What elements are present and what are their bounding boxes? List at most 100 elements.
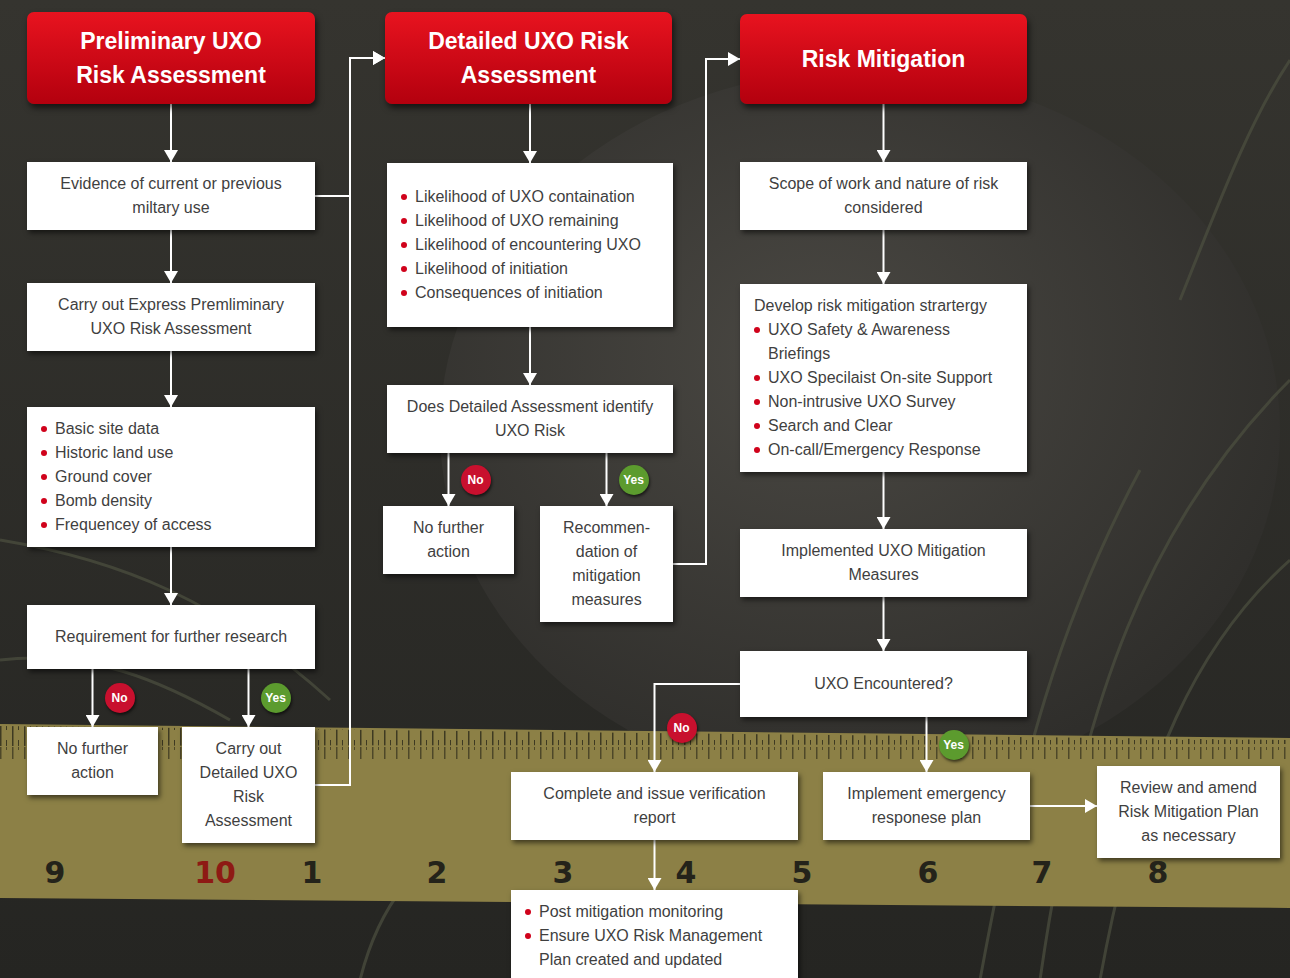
flow-arrow [883,597,885,651]
tape-number: 2 [402,858,472,888]
bullet-text: Search and Clear [754,414,1013,438]
bullet-dot [754,327,760,333]
flow-arrow [170,230,172,283]
grass-blades [0,60,1290,978]
node-text: Carry out Detailed UXO Risk Assessment [194,737,303,833]
node-text: Evidence of current or previous miltary … [41,172,301,220]
flow-arrow [248,669,250,727]
flow-arrow [926,717,928,772]
bullet-text: Likelihood of UXO remaining [401,209,659,233]
flow-arrow [606,453,608,506]
flow-arrow [448,453,450,506]
tape-number: 6 [893,858,963,888]
flow-arrow [170,351,172,407]
bullet-box: Develop risk mitigation strartergyUXO Sa… [740,284,1027,472]
flow-arrow [315,58,385,196]
bullet-text: Historic land use [41,441,301,465]
flow-arrow [654,840,656,890]
flow-arrow [315,58,385,785]
process-box: Complete and issue verification report [511,772,798,840]
process-box: Implemented UXO Mitigation Measures [740,529,1027,597]
node-text: Develop risk mitigation strartergy [754,294,1013,318]
process-box: Scope of work and nature of risk conside… [740,162,1027,230]
header-text: Risk Mitigation [802,42,966,76]
bullet-dot [401,242,407,248]
bullet-dot [754,447,760,453]
node-text: Does Detailed Assessment identify UXO Ri… [401,395,659,443]
stage-header: Detailed UXO Risk Assessment [385,12,672,104]
tape-number: 7 [1007,858,1077,888]
bullet-dot [41,450,47,456]
node-text: Carry out Express Premliminary UXO Risk … [41,293,301,341]
bullet-text: Consequences of initiation [401,281,659,305]
flow-arrow [529,327,531,385]
bullet-dot [401,194,407,200]
outcome-box: No further action [383,506,514,574]
tape-number: 1 [277,858,347,888]
decision-badge: No [461,465,491,495]
bullet-text: UXO Safety & Awareness Briefings [754,318,1013,366]
bullet-dot [41,474,47,480]
node-text: Recommen- dation of mitigation measures [552,516,661,612]
process-box: Evidence of current or previous miltary … [27,162,315,230]
bullet-box: Basic site dataHistoric land useGround c… [27,407,315,547]
node-text: UXO Encountered? [754,672,1013,696]
flow-arrow [883,230,885,284]
process-box: Review and amend Risk Mitigation Plan as… [1097,766,1280,858]
flow-arrow [655,684,741,772]
stage-header: Risk Mitigation [740,14,1027,104]
bullet-text: Ensure UXO Risk Management Plan created … [525,924,784,972]
bullet-text: Non-intrusive UXO Survey [754,390,1013,414]
bullet-text: On-call/Emergency Response [754,438,1013,462]
tape-number: 3 [528,858,598,888]
outcome-box: Recommen- dation of mitigation measures [540,506,673,622]
flow-arrow [673,59,740,564]
tape-measure [0,724,1290,908]
outcome-box: Carry out Detailed UXO Risk Assessment [182,727,315,843]
node-text: Scope of work and nature of risk conside… [754,172,1013,220]
node-text: No further action [395,516,502,564]
decision-badge: Yes [619,465,649,495]
bullet-box: Likelihood of UXO containationLikelihood… [387,163,673,327]
decision-badge: Yes [939,730,969,760]
tape-number: 10 [180,858,250,888]
bullet-dot [401,290,407,296]
bullet-dot [41,426,47,432]
bullet-text: Likelihood of encountering UXO [401,233,659,257]
bullet-dot [754,423,760,429]
flow-arrow [883,472,885,529]
node-text: Complete and issue verification report [525,782,784,830]
bullet-dot [41,522,47,528]
bullet-dot [525,909,531,915]
bullet-text: UXO Specilaist On-site Support [754,366,1013,390]
flow-arrow [883,104,885,162]
tape-number: 5 [767,858,837,888]
node-text: Review and amend Risk Mitigation Plan as… [1109,776,1268,848]
bullet-text: Basic site data [41,417,301,441]
process-box: Carry out Express Premliminary UXO Risk … [27,283,315,351]
bullet-dot [41,498,47,504]
stage-header: Preliminary UXO Risk Assessment [27,12,315,104]
flow-arrow [529,104,531,163]
tape-number: 4 [651,858,721,888]
bullet-dot [401,266,407,272]
bullet-text: Post mitigation monitoring [525,900,784,924]
flow-arrow [1030,805,1097,807]
node-text: Implemented UXO Mitigation Measures [754,539,1013,587]
decision-box: Requirement for further research [27,605,315,669]
node-text: No further action [39,737,146,785]
header-text: Detailed UXO Risk Assessment [421,24,636,92]
bullet-text: Likelihood of UXO containation [401,185,659,209]
decision-box: UXO Encountered? [740,651,1027,717]
flow-arrow [170,547,172,605]
decision-badge: Yes [261,683,291,713]
node-text: Requirement for further research [41,625,301,649]
header-text: Preliminary UXO Risk Assessment [64,24,279,92]
node-text: Implement emergency responese plan [837,782,1016,830]
decision-box: Does Detailed Assessment identify UXO Ri… [387,385,673,453]
bullet-dot [754,399,760,405]
decision-badge: No [667,713,697,743]
bullet-text: Frequencey of access [41,513,301,537]
bullet-text: Likelihood of initiation [401,257,659,281]
